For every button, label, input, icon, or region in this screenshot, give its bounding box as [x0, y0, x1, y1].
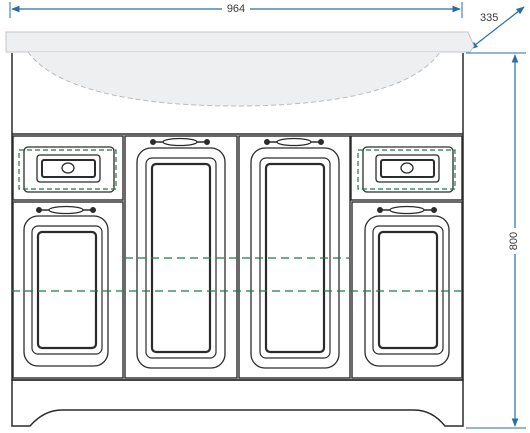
height-dimension-label: 800	[508, 232, 520, 250]
shelf-guides	[12, 257, 462, 292]
width-dimension-label: 964	[227, 3, 245, 15]
drawer-left-guide	[18, 149, 117, 190]
door-lower-left	[12, 201, 124, 379]
drawer-left	[12, 135, 124, 201]
cabinet-body	[11, 53, 464, 427]
drawer-right-guide	[357, 149, 456, 190]
door-lower-right-handle	[377, 205, 437, 215]
door-tall-right-handle	[264, 137, 324, 147]
depth-dimension-label: 335	[480, 12, 498, 24]
depth-dimension-line	[469, 6, 525, 50]
door-lower-right	[351, 201, 463, 379]
height-dimension: 800	[466, 52, 526, 429]
depth-dimension: 335	[469, 6, 525, 50]
drawer-right-knob	[400, 162, 414, 174]
countertop	[5, 31, 475, 53]
drawer-right	[350, 135, 463, 201]
door-tall-right	[238, 135, 351, 379]
drawer-left-knob	[61, 162, 75, 174]
door-tall-left-handle	[150, 137, 210, 147]
door-tall-left	[124, 135, 238, 379]
basin-bowl	[27, 51, 441, 107]
door-lower-left-handle	[36, 205, 96, 215]
width-dimension: 964	[9, 2, 463, 18]
